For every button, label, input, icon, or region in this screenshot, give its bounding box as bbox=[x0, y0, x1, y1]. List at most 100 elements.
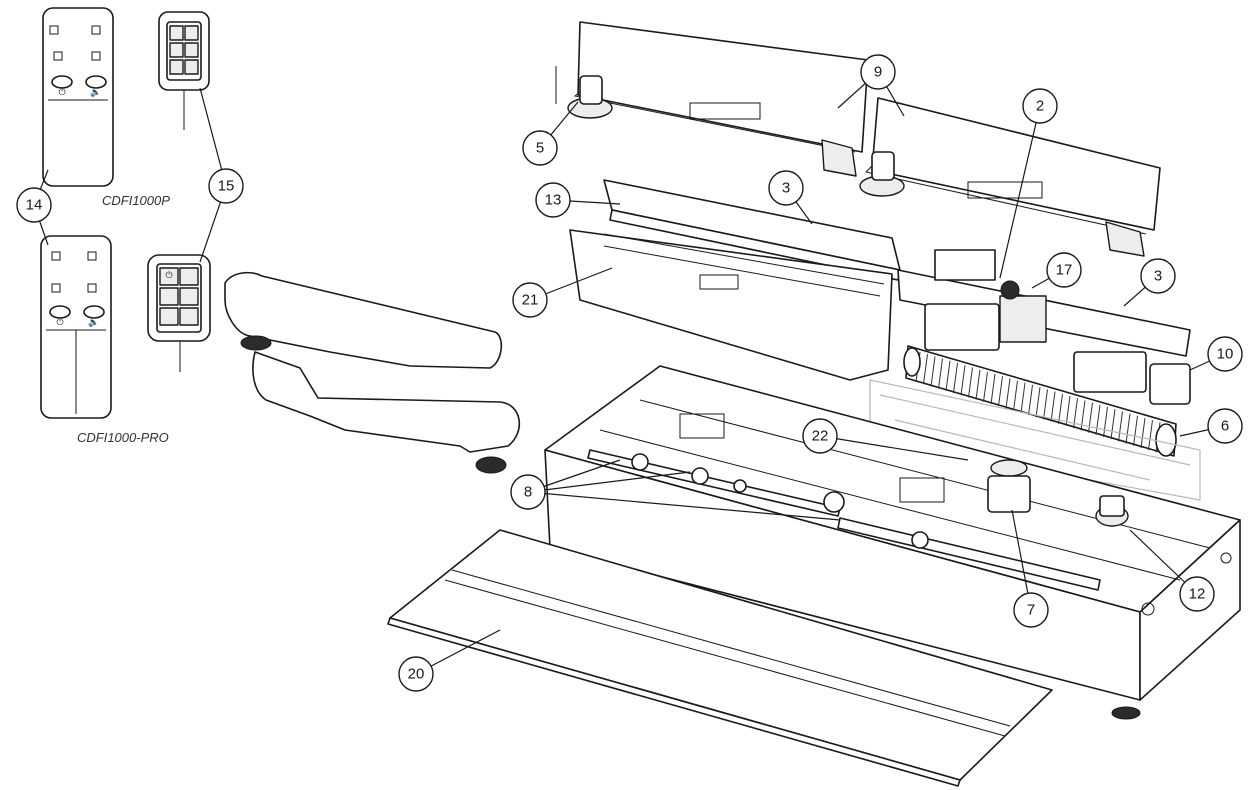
callout-circle bbox=[860, 54, 896, 90]
control-board-assembly bbox=[897, 249, 1191, 405]
svg-text:🔈: 🔈 bbox=[88, 318, 99, 328]
callout-circle bbox=[535, 182, 571, 218]
flame-motor-left bbox=[555, 66, 613, 119]
heater-fin bbox=[1050, 391, 1056, 422]
callout-circle bbox=[1022, 88, 1058, 124]
callout-number: 3 bbox=[782, 180, 790, 197]
heater-fin bbox=[990, 373, 996, 405]
callout-circle bbox=[398, 656, 434, 692]
heater-fin bbox=[923, 354, 928, 385]
callout-number: 3 bbox=[1154, 268, 1162, 285]
heater-fin bbox=[1118, 411, 1123, 442]
callout-c20: 20 bbox=[398, 656, 434, 692]
svg-text:⏻: ⏻ bbox=[58, 87, 65, 98]
callout-number: 14 bbox=[26, 197, 43, 214]
heater-fin bbox=[1035, 387, 1041, 418]
heater-fin bbox=[998, 376, 1003, 407]
callout-circle bbox=[1207, 408, 1243, 444]
heater-fin bbox=[953, 362, 958, 394]
callout-circle bbox=[522, 130, 558, 166]
heater-fin bbox=[960, 365, 966, 396]
callout-circle bbox=[802, 418, 838, 454]
front-trim-panel bbox=[387, 529, 1053, 787]
remote-cdfi1000p: ⏻ 🔈 bbox=[42, 7, 114, 187]
heater-fin bbox=[1110, 409, 1116, 440]
callout-c13: 13 bbox=[535, 182, 571, 218]
callout-c21: 21 bbox=[512, 282, 548, 318]
heater-fin bbox=[945, 360, 951, 391]
wall-control-cdfi1000p bbox=[158, 11, 210, 130]
heater-fin bbox=[1148, 420, 1153, 451]
callout-circle bbox=[1179, 576, 1215, 612]
callout-number: 12 bbox=[1189, 586, 1206, 603]
callout-number: 7 bbox=[1027, 602, 1035, 619]
svg-text:🔈: 🔈 bbox=[90, 88, 101, 98]
heater-fin bbox=[1103, 406, 1108, 438]
svg-text:⏻: ⏻ bbox=[165, 270, 172, 281]
callout-circle bbox=[1207, 336, 1243, 372]
callout-circle bbox=[510, 474, 546, 510]
blower-motor bbox=[1095, 495, 1129, 527]
heater-fin bbox=[938, 358, 943, 389]
callout-c3a: 3 bbox=[768, 170, 804, 206]
callout-c8: 8 bbox=[510, 474, 546, 510]
flicker-motor bbox=[987, 459, 1031, 513]
callout-number: 10 bbox=[1217, 346, 1234, 363]
reflector-panel-left bbox=[573, 21, 869, 177]
heater-fin bbox=[1065, 395, 1071, 427]
callout-number: 20 bbox=[408, 666, 425, 683]
callout-number: 21 bbox=[522, 292, 539, 309]
callout-c17: 17 bbox=[1046, 252, 1082, 288]
reflector-panel-right bbox=[865, 97, 1161, 257]
heater-fin bbox=[1043, 389, 1048, 420]
firebox-housing bbox=[544, 365, 1241, 720]
callout-c5: 5 bbox=[522, 130, 558, 166]
callout-number: 2 bbox=[1036, 98, 1044, 115]
heater-fin bbox=[1013, 380, 1018, 411]
callout-number: 13 bbox=[545, 192, 562, 209]
callout-circle bbox=[1013, 592, 1049, 628]
callout-circle bbox=[1140, 258, 1176, 294]
callout-c22: 22 bbox=[802, 418, 838, 454]
callout-c3b: 3 bbox=[1140, 258, 1176, 294]
heater-fin bbox=[1005, 378, 1011, 409]
flame-motor-right bbox=[859, 151, 905, 197]
callout-number: 15 bbox=[218, 178, 235, 195]
ember-tray bbox=[569, 229, 893, 381]
callout-number: 22 bbox=[812, 428, 829, 445]
callout-c12: 12 bbox=[1179, 576, 1215, 612]
callout-circle bbox=[768, 170, 804, 206]
heater-fin bbox=[983, 371, 988, 402]
heater-element bbox=[903, 345, 1177, 457]
heater-fin bbox=[975, 369, 981, 400]
heater-fin bbox=[1140, 417, 1146, 449]
wall-control-cdfi1000-pro: ⏻ bbox=[147, 254, 211, 372]
log-set bbox=[224, 271, 521, 474]
callout-markers: 2 3 3 5 6 7 8 9 10 12 13 14 15 17 20 21 22 bbox=[16, 54, 1243, 692]
callout-c6: 6 bbox=[1207, 408, 1243, 444]
ember-light-bar bbox=[603, 179, 901, 281]
heater-fin bbox=[1028, 384, 1033, 416]
flame-rods bbox=[587, 449, 1101, 591]
callout-c2: 2 bbox=[1022, 88, 1058, 124]
callout-c14: 14 bbox=[16, 187, 52, 223]
heater-fin bbox=[1095, 404, 1101, 435]
callout-circle bbox=[16, 187, 52, 223]
svg-text:⏻: ⏻ bbox=[56, 317, 63, 328]
callout-number: 9 bbox=[874, 64, 882, 81]
heater-fin bbox=[1133, 415, 1138, 446]
callout-number: 17 bbox=[1056, 262, 1073, 279]
callout-number: 8 bbox=[524, 484, 532, 501]
heater-fin bbox=[968, 367, 973, 398]
heater-fin bbox=[1058, 393, 1063, 424]
callout-circle bbox=[1046, 252, 1082, 288]
heater-fin bbox=[930, 356, 936, 387]
model-label-cdfi1000-pro: CDFI1000-PRO bbox=[77, 430, 169, 445]
callout-c7: 7 bbox=[1013, 592, 1049, 628]
callout-circle bbox=[512, 282, 548, 318]
remote-cdfi1000-pro: ⏻ 🔈 bbox=[40, 235, 112, 419]
model-label-cdfi1000p: CDFI1000P bbox=[102, 193, 170, 208]
callout-c15: 15 bbox=[208, 168, 244, 204]
callout-number: 5 bbox=[536, 140, 544, 157]
